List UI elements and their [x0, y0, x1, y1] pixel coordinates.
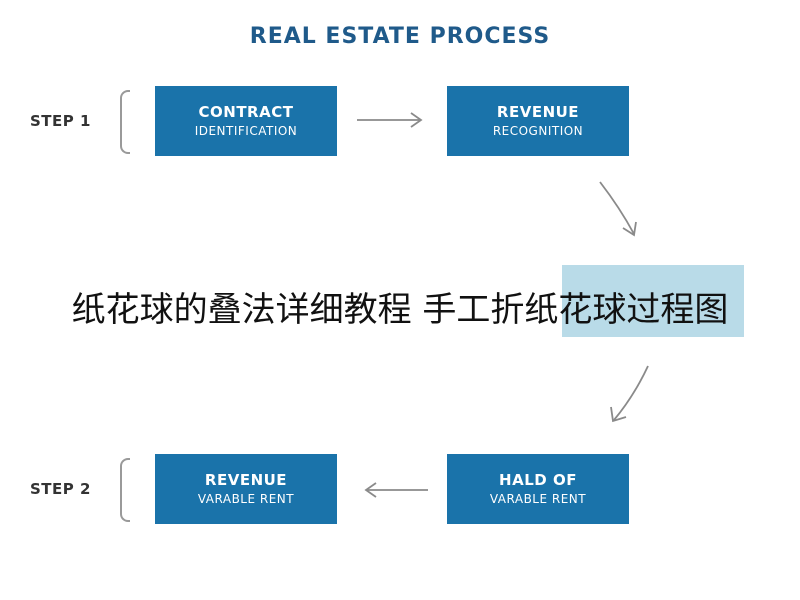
box-subtitle: VARABLE RENT	[197, 491, 295, 506]
arrow-right-icon	[357, 112, 423, 128]
box-hald-of-variable-rent: HALD OF VARABLE RENT	[447, 454, 629, 524]
overlay-caption: 纸花球的叠法详细教程 手工折纸花球过程图	[71, 290, 729, 330]
box-revenue-recognition: REVENUE RECOGNITION	[447, 86, 629, 156]
box-subtitle: RECOGNITION	[492, 123, 584, 138]
step-2-bracket	[120, 458, 130, 522]
box-revenue-variable-rent: REVENUE VARABLE RENT	[155, 454, 337, 524]
step-1-bracket	[120, 90, 130, 154]
box-title: HALD OF	[499, 470, 577, 489]
arrow-head	[364, 482, 377, 498]
box-subtitle: VARABLE RENT	[489, 491, 587, 506]
arrow-left-icon	[364, 482, 428, 498]
arrow-head	[622, 221, 637, 237]
arrow-head	[610, 406, 627, 423]
step-1-label: STEP 1	[30, 112, 91, 130]
curved-arrow-down-icon	[610, 365, 649, 423]
box-contract-identification: CONTRACT IDENTIFICATION	[155, 86, 337, 156]
arrow-shaft	[599, 181, 635, 235]
box-title: CONTRACT	[198, 102, 294, 121]
arrow-shaft	[613, 365, 649, 421]
box-subtitle: IDENTIFICATION	[194, 123, 298, 138]
curved-arrow-down-icon	[599, 181, 637, 237]
step-2-label: STEP 2	[30, 480, 91, 498]
arrow-head	[410, 112, 423, 128]
box-title: REVENUE	[204, 470, 288, 489]
diagram-title: REAL ESTATE PROCESS	[249, 24, 551, 49]
middle-box	[562, 265, 744, 337]
box-title: REVENUE	[496, 102, 580, 121]
